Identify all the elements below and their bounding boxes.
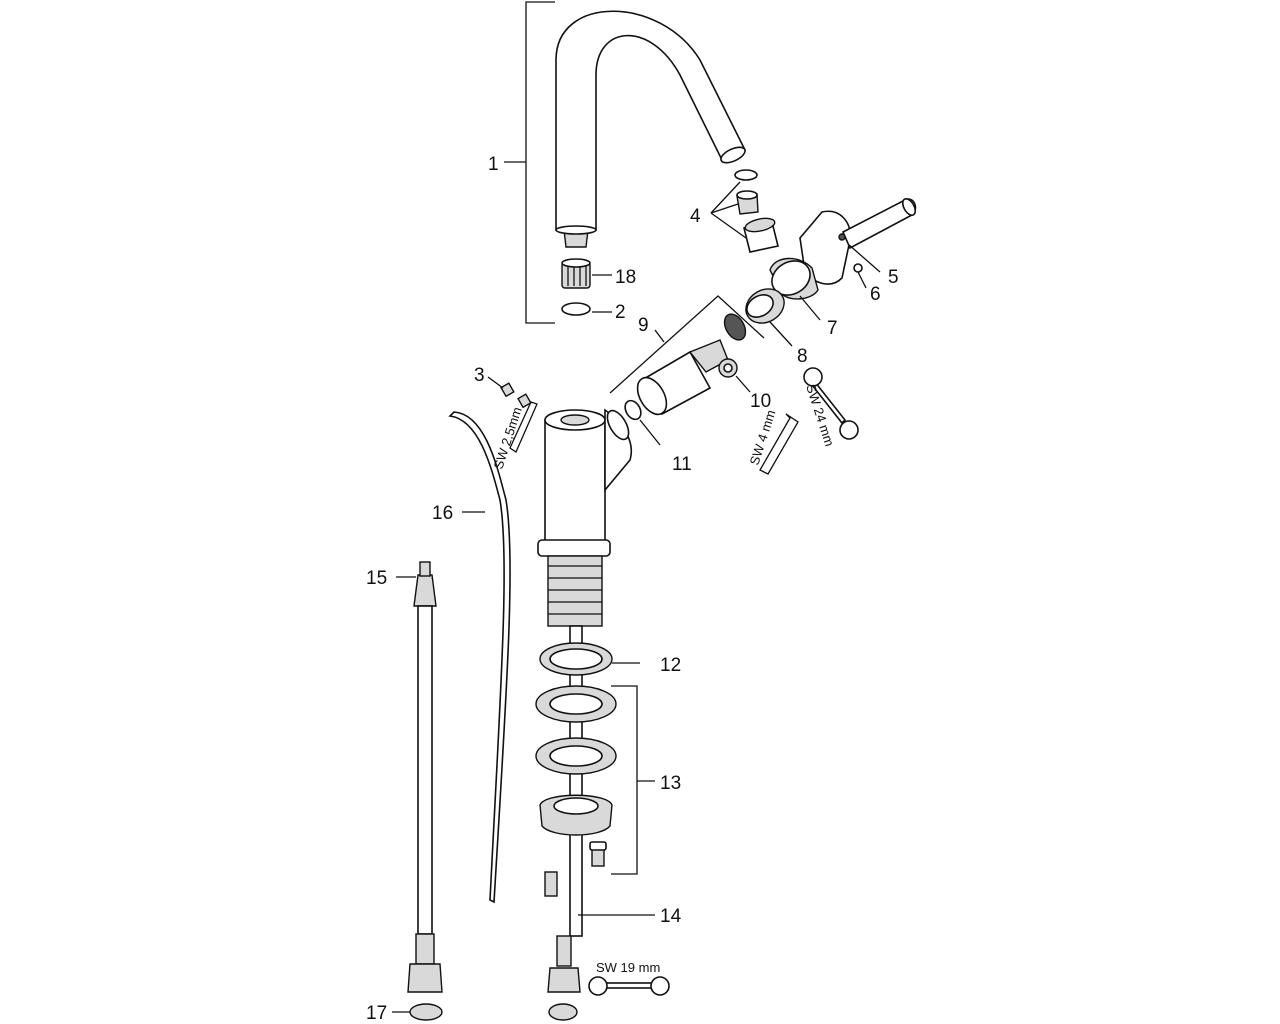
spout — [555, 10, 747, 248]
label-18: 18 — [615, 267, 636, 288]
label-7: 7 — [827, 318, 838, 339]
mounting-set-13 — [535, 685, 617, 867]
handle-5 — [799, 198, 917, 285]
aerator-4 — [734, 169, 779, 253]
tool-label-wrench-19: SW 19 mm — [596, 960, 660, 975]
seal-17 — [409, 1003, 443, 1021]
pipe-16 — [448, 411, 511, 904]
nut-18 — [561, 258, 591, 289]
label-2: 2 — [615, 302, 626, 323]
grub-screw-6 — [853, 263, 863, 273]
nut-10 — [718, 358, 738, 378]
label-13: 13 — [660, 773, 681, 794]
seal-14 — [548, 1003, 578, 1021]
nut-8 — [745, 288, 785, 324]
label-4: 4 — [690, 206, 701, 227]
grub-screw-3 — [500, 382, 532, 409]
cover-ring-7 — [769, 257, 819, 300]
tool-label-wrench-24: SW 24 mm — [803, 382, 837, 448]
label-10: 10 — [750, 391, 771, 412]
label-12: 12 — [660, 655, 681, 676]
tool-label-hex-small: SW 2,5mm — [491, 405, 525, 471]
bracket-9 — [609, 295, 765, 394]
label-15: 15 — [366, 568, 387, 589]
label-9: 9 — [638, 315, 649, 336]
label-6: 6 — [870, 284, 881, 305]
label-1: 1 — [488, 154, 499, 175]
hose-15 — [407, 561, 443, 993]
seal-11 — [624, 399, 642, 421]
o-ring-2 — [561, 302, 591, 316]
label-17: 17 — [366, 1003, 387, 1024]
label-16: 16 — [432, 503, 453, 524]
hex-key-small-icon — [509, 401, 538, 453]
hex-key-large-icon — [759, 413, 799, 475]
hose-14 — [544, 871, 581, 993]
cartridge-9 — [636, 313, 747, 416]
tool-label-hex-large: SW 4 mm — [747, 408, 779, 467]
label-14: 14 — [660, 906, 682, 927]
bracket-1 — [525, 1, 555, 324]
wrench-24-icon — [803, 367, 859, 440]
label-5: 5 — [888, 267, 899, 288]
label-3: 3 — [474, 365, 485, 386]
label-11: 11 — [672, 454, 692, 475]
bracket-13 — [611, 685, 638, 875]
wrench-19-icon — [588, 976, 670, 996]
label-8: 8 — [797, 346, 808, 367]
